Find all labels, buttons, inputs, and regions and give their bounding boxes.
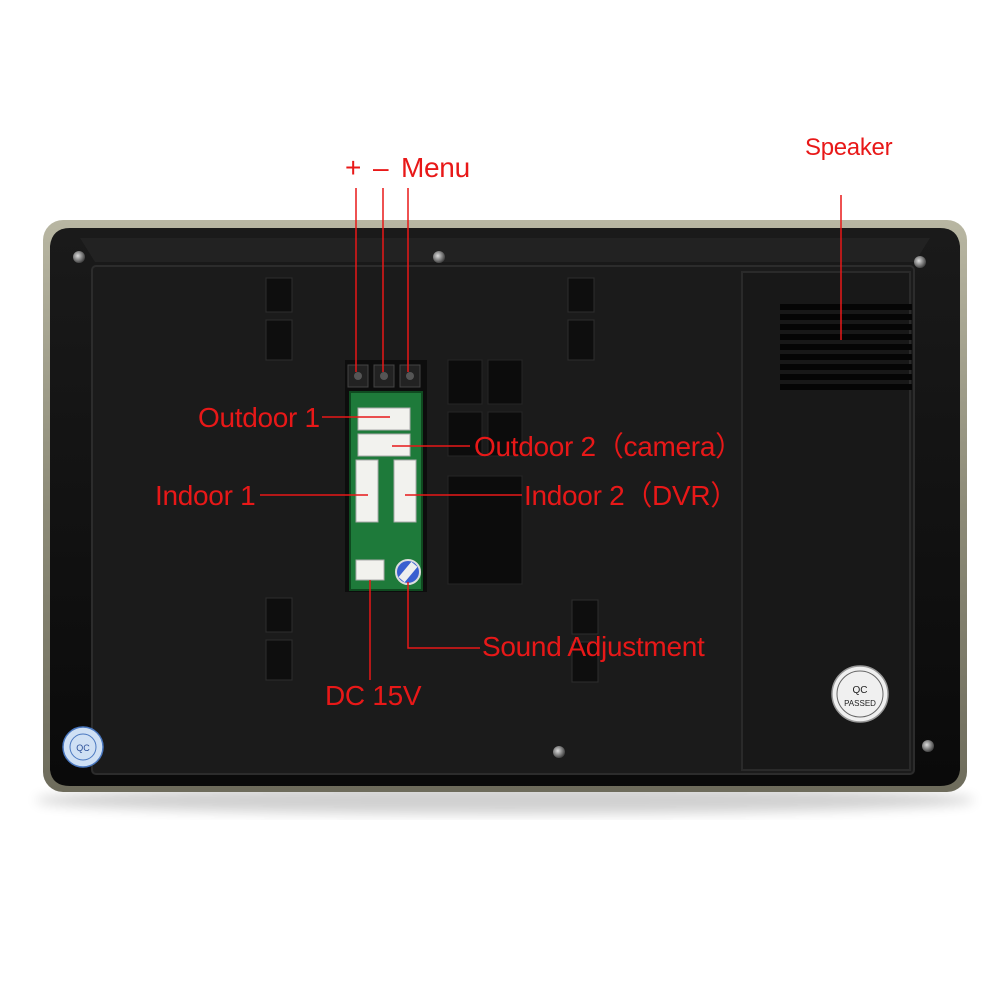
connector-dc [355, 559, 385, 581]
label-minus: – [373, 152, 389, 183]
qc-sticker-bottom: PASSED [844, 699, 876, 708]
label-plus: + [345, 152, 362, 183]
label-indoor2: Indoor 2（DVR） [524, 480, 738, 511]
qc-sticker-top: QC [853, 685, 868, 696]
connector-indoor1 [355, 459, 379, 523]
label-dc-15v: DC 15V [325, 680, 422, 711]
connector-outdoor2 [357, 433, 411, 457]
label-outdoor1: Outdoor 1 [198, 402, 320, 433]
label-speaker: Speaker [805, 134, 893, 161]
floor-shadow [35, 786, 975, 814]
qc-seal-text: QC [76, 743, 90, 753]
qc-seal-sticker [62, 726, 104, 768]
label-menu: Menu [401, 152, 470, 183]
mount-tab-top-right [567, 277, 595, 361]
speaker-grille [780, 304, 912, 390]
connector-outdoor1 [357, 407, 411, 431]
vent-grid [447, 359, 523, 585]
mount-tab-bottom-left [265, 597, 293, 681]
connector-indoor2 [393, 459, 417, 523]
label-sound-adjustment: Sound Adjustment [482, 631, 705, 662]
leader-sound [407, 582, 480, 649]
label-outdoor2: Outdoor 2（camera） [474, 431, 743, 462]
body-bevel-top [80, 238, 930, 262]
leader-lines [260, 188, 842, 680]
pcb-board [345, 360, 427, 592]
mount-tab-top-left [265, 277, 293, 361]
qc-passed-sticker [831, 665, 889, 723]
mount-tab-bottom-right [571, 599, 599, 683]
label-indoor1: Indoor 1 [155, 480, 256, 511]
